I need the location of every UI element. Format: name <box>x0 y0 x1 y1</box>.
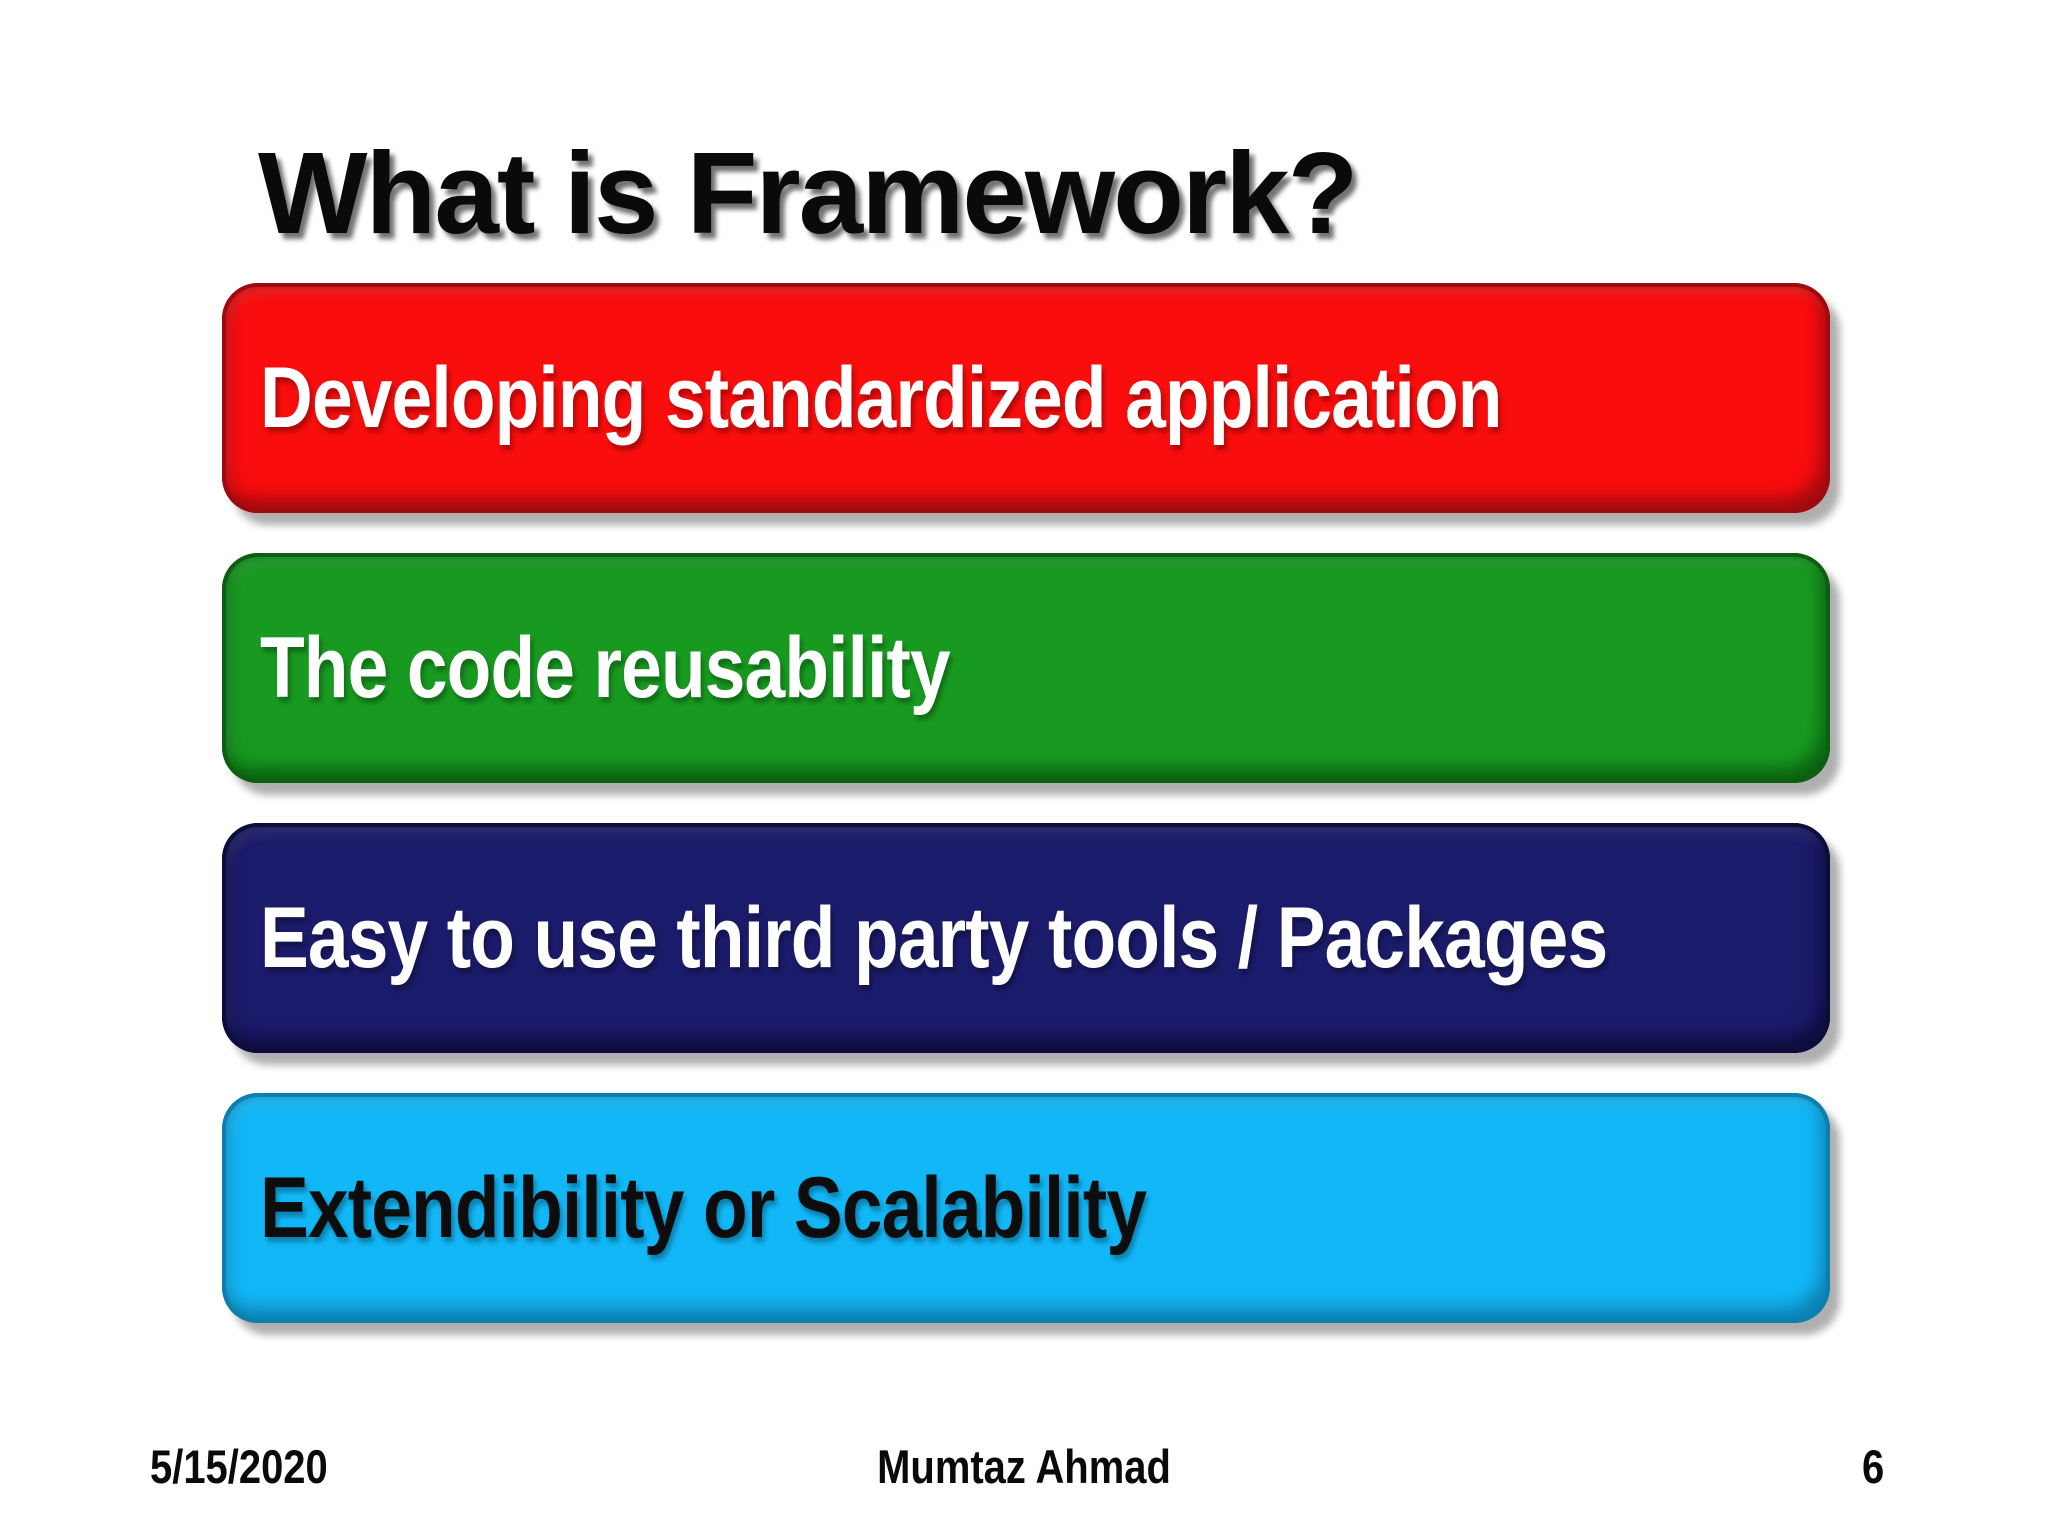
footer-page-number: 6 <box>1862 1440 1885 1493</box>
bar-developing-standardized-application: Developing standardized application <box>222 283 1830 513</box>
bar-label: The code reusability <box>260 619 951 716</box>
page-title: What is Framework? <box>258 127 1358 258</box>
bar-code-reusability: The code reusability <box>222 553 1830 783</box>
bar-label: Easy to use third party tools / Packages <box>260 889 1608 986</box>
footer-date: 5/15/2020 <box>150 1440 328 1493</box>
footer-author: Mumtaz Ahmad <box>877 1440 1171 1493</box>
bar-label: Extendibility or Scalability <box>260 1159 1147 1256</box>
bar-third-party-tools: Easy to use third party tools / Packages <box>222 823 1830 1053</box>
bar-label: Developing standardized application <box>260 349 1502 446</box>
bar-extendibility-scalability: Extendibility or Scalability <box>222 1093 1830 1323</box>
